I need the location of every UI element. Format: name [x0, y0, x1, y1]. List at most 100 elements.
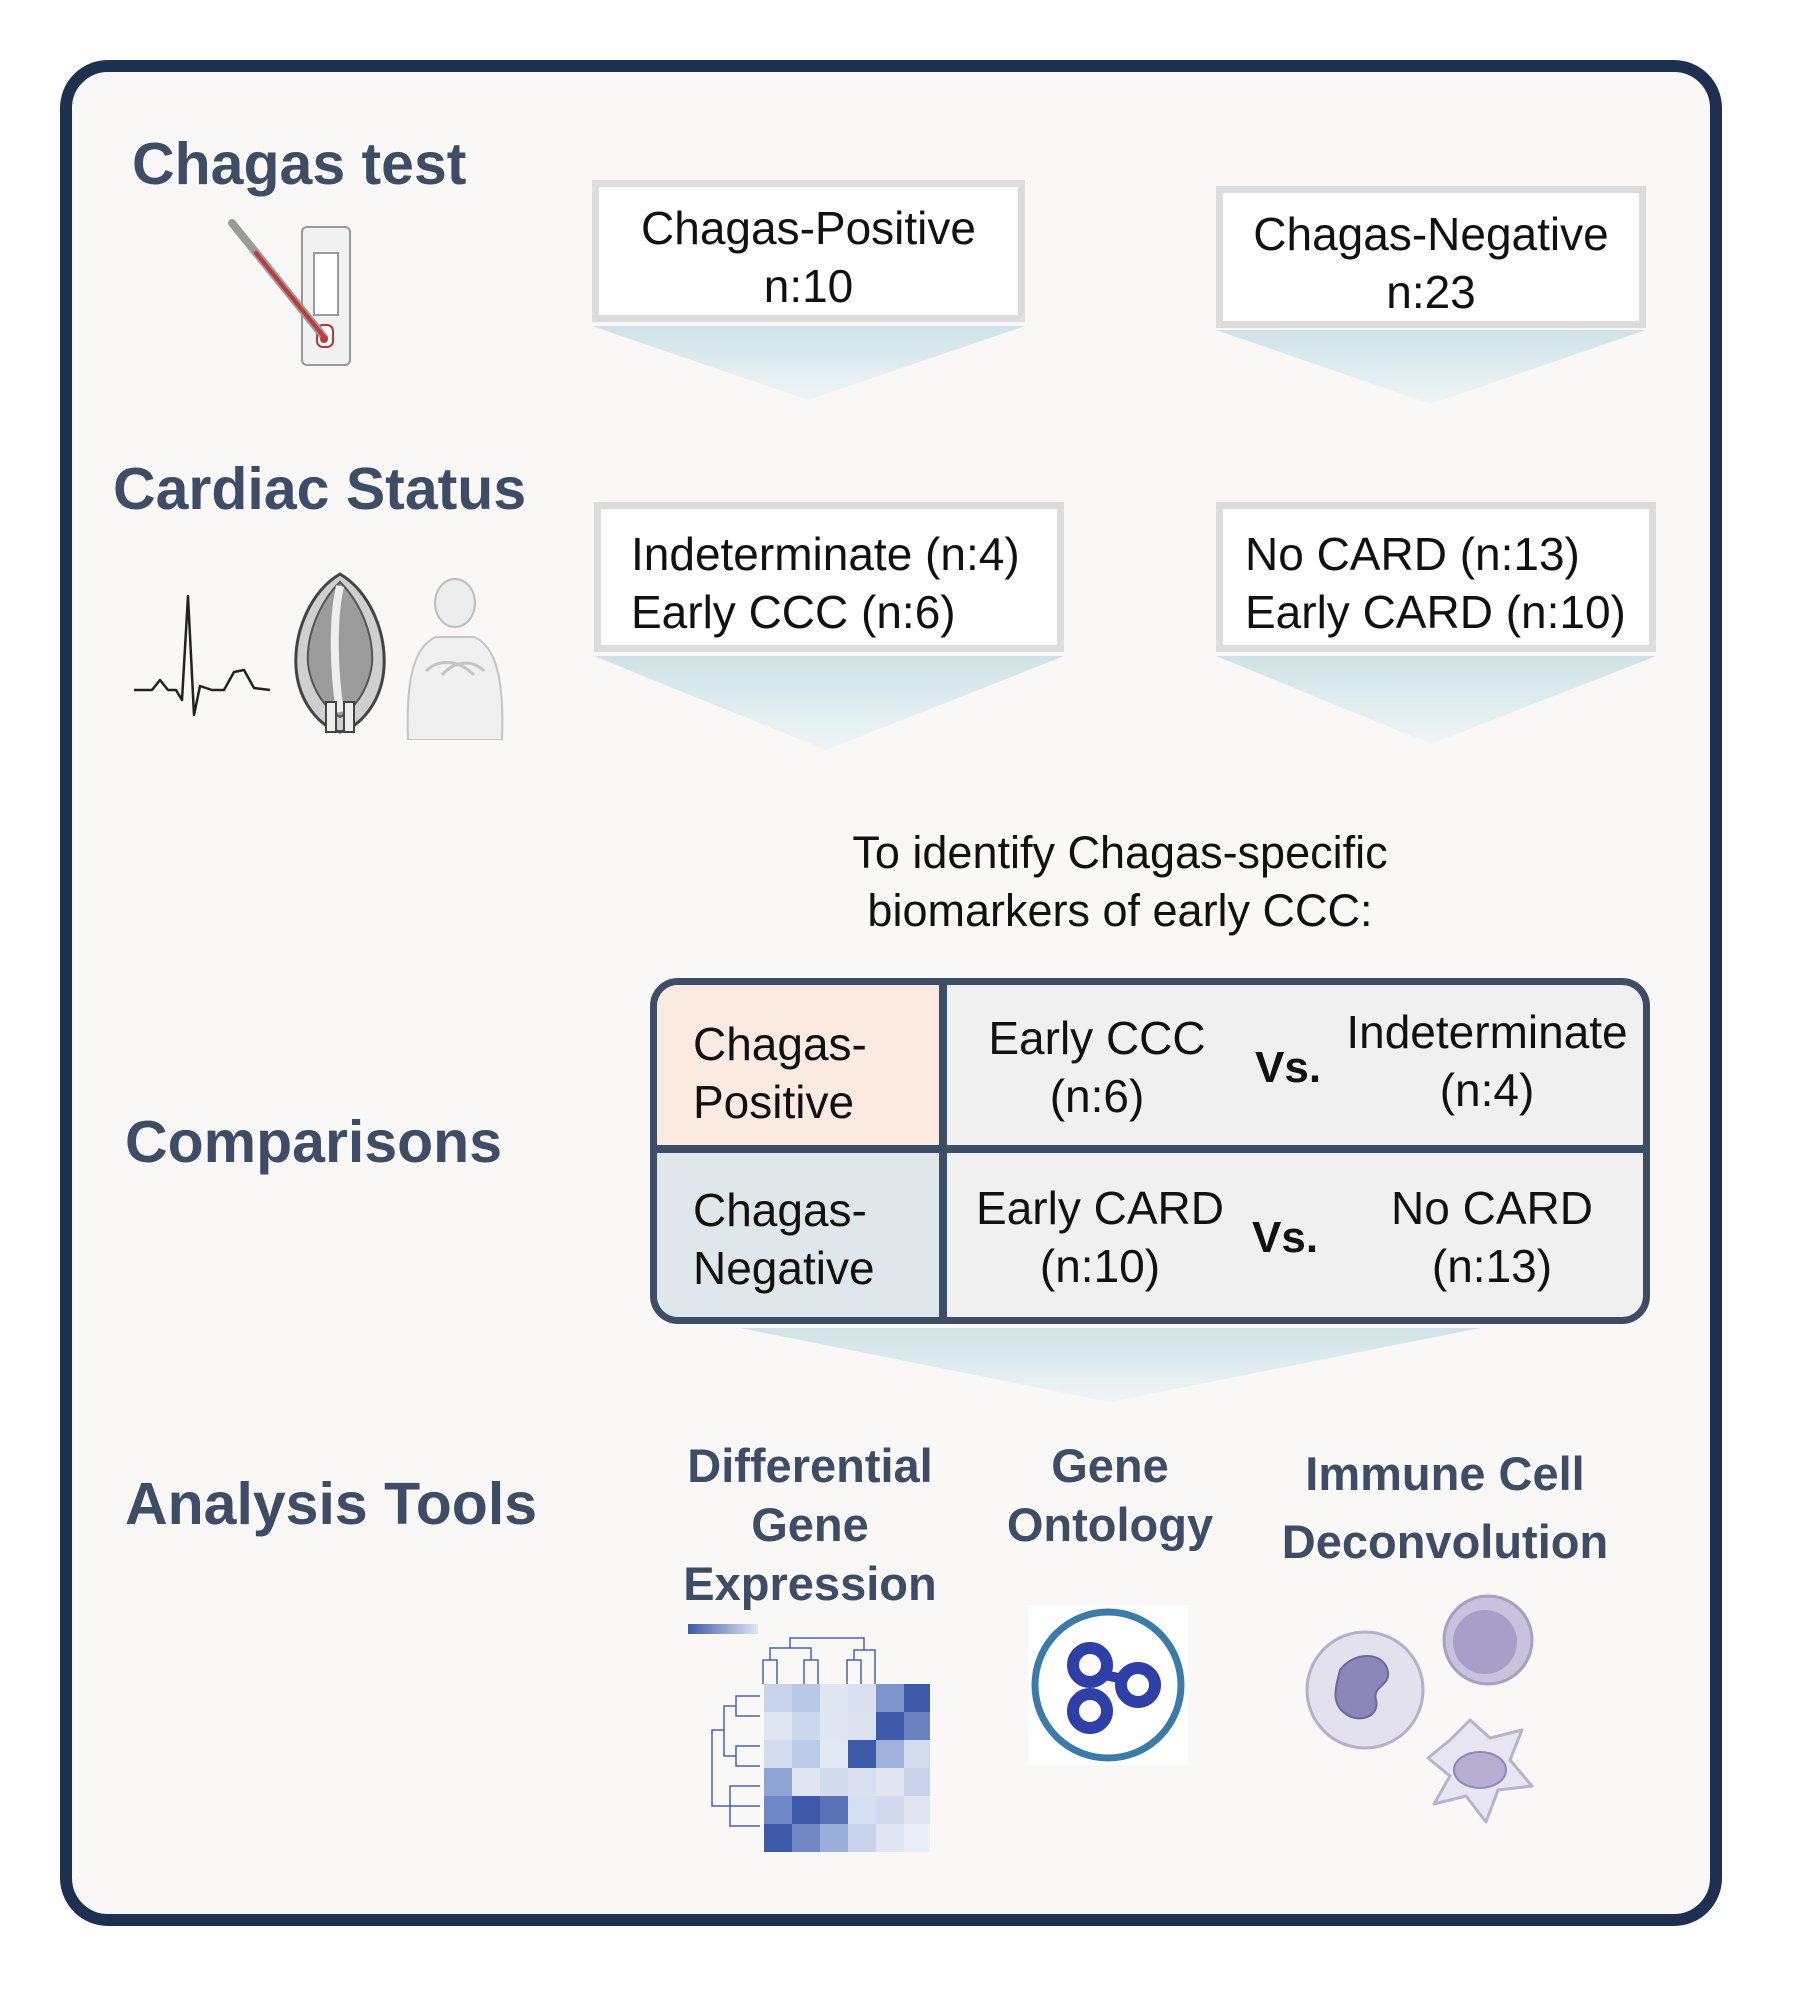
comparison-intro-line2: biomarkers of early CCC:	[867, 885, 1373, 936]
comparison-row-1-group-cell	[657, 985, 939, 1145]
tool-title-go: Gene Ontology	[980, 1436, 1240, 1554]
heatmap-tile	[820, 1712, 848, 1740]
arrow-cardiac-positive	[594, 656, 1064, 750]
tool-dge-line3: Expression	[683, 1557, 937, 1610]
tool-title-dge: Differential Gene Expression	[670, 1436, 950, 1613]
table-vertical-divider	[939, 985, 947, 1317]
heatmap-tile	[904, 1796, 930, 1824]
heatmap-tile	[820, 1768, 848, 1796]
row-1-right-group: Indeterminate (n:4)	[1327, 1003, 1643, 1119]
row-2-left-line1: Early CARD	[976, 1182, 1224, 1234]
heatmap-tile	[820, 1796, 848, 1824]
heatmap-tile	[792, 1740, 820, 1768]
heart-cross-section-icon	[294, 572, 386, 734]
row-1-right-line1: Indeterminate	[1346, 1006, 1628, 1058]
cardiac-positive-box: Indeterminate (n:4) Early CCC (n:6)	[594, 502, 1064, 652]
row-1-group-line1: Chagas-	[693, 1018, 867, 1070]
chagas-negative-label: Chagas-Negative	[1253, 208, 1609, 260]
ecg-trace-icon	[134, 594, 271, 717]
heatmap-tile	[848, 1768, 876, 1796]
tool-go-line1: Gene	[1051, 1439, 1169, 1492]
row-1-group-line2: Positive	[693, 1076, 855, 1128]
heatmap-tile	[848, 1824, 876, 1852]
row-2-group-label: Chagas- Negative	[693, 1181, 875, 1297]
heatmap-tile	[764, 1712, 792, 1740]
section-title-comparisons: Comparisons	[125, 1109, 503, 1175]
heatmap-tile	[792, 1684, 820, 1712]
tool-go-line2: Ontology	[1006, 1498, 1214, 1551]
tool-title-icd: Immune Cell Deconvolution	[1260, 1440, 1630, 1576]
chagas-positive-box: Chagas-Positive n:10	[592, 180, 1025, 322]
heatmap-tile	[764, 1824, 792, 1852]
rapid-test-icon	[228, 219, 351, 366]
heatmap-tile	[792, 1796, 820, 1824]
chagas-negative-box: Chagas-Negative n:23	[1216, 186, 1646, 328]
row-1-group-label: Chagas- Positive	[693, 1015, 867, 1131]
immune-cells-icon	[1305, 1594, 1534, 1824]
row-2-left-group: Early CARD (n:10)	[955, 1179, 1245, 1295]
row-1-right-line2: (n:4)	[1439, 1064, 1535, 1116]
heatmap-tile	[904, 1768, 930, 1796]
row-1-left-line2: (n:6)	[1049, 1070, 1145, 1122]
table-horizontal-divider	[657, 1145, 1643, 1153]
arrow-negative-to-cardiac	[1216, 330, 1646, 404]
heatmap-tile	[820, 1824, 848, 1852]
section-title-analysis-tools: Analysis Tools	[125, 1471, 538, 1537]
tool-icd-line1: Immune Cell	[1305, 1447, 1585, 1500]
person-chest-pain-icon	[406, 578, 504, 740]
row-2-left-line2: (n:10)	[1039, 1240, 1161, 1292]
indeterminate-count: Indeterminate (n:4)	[631, 528, 1020, 580]
heatmap-tile	[876, 1684, 904, 1712]
heatmap-tile	[764, 1768, 792, 1796]
cardiac-negative-box: No CARD (n:13) Early CARD (n:10)	[1216, 502, 1656, 652]
heatmap-dendrogram-icon	[688, 1624, 930, 1852]
heatmap-tile	[848, 1796, 876, 1824]
row-2-vs-label: Vs.	[1252, 1213, 1319, 1262]
heatmap-tile	[904, 1684, 930, 1712]
chagas-positive-label: Chagas-Positive	[641, 202, 976, 254]
section-title-chagas-test: Chagas test	[132, 131, 467, 197]
row-1-vs-label: Vs.	[1255, 1043, 1322, 1092]
comparison-row-2-group-cell	[657, 1153, 939, 1317]
gene-ontology-logo-icon	[1028, 1605, 1188, 1765]
chagas-positive-count: n:10	[763, 260, 854, 312]
early-ccc-count: Early CCC (n:6)	[631, 586, 956, 638]
no-card-count: No CARD (n:13)	[1245, 528, 1580, 580]
heatmap-tile	[792, 1712, 820, 1740]
row-2-group-line1: Chagas-	[693, 1184, 867, 1236]
comparison-table: Chagas- Positive Early CCC (n:6) Vs. Ind…	[650, 978, 1650, 1324]
heatmap-tile	[764, 1796, 792, 1824]
early-card-count: Early CARD (n:10)	[1245, 586, 1626, 638]
arrow-positive-to-cardiac	[592, 326, 1025, 400]
heatmap-tile	[792, 1768, 820, 1796]
heatmap-tile	[792, 1824, 820, 1852]
heatmap-tile	[904, 1824, 930, 1852]
arrow-cardiac-negative	[1216, 656, 1656, 744]
chagas-negative-count: n:23	[1386, 266, 1476, 318]
tool-dge-line2: Gene	[751, 1498, 869, 1551]
heatmap-tile	[876, 1768, 904, 1796]
arrow-comparisons-to-tools	[740, 1328, 1480, 1402]
heatmap-tile	[848, 1684, 876, 1712]
heatmap-tile	[876, 1796, 904, 1824]
section-title-cardiac-status: Cardiac Status	[113, 456, 527, 522]
row-2-right-line1: No CARD	[1391, 1182, 1593, 1234]
row-2-right-line2: (n:13)	[1431, 1240, 1553, 1292]
row-1-left-line1: Early CCC	[988, 1012, 1206, 1064]
row-2-right-group: No CARD (n:13)	[1337, 1179, 1643, 1295]
heatmap-tile	[876, 1712, 904, 1740]
heatmap-tile	[904, 1740, 930, 1768]
heatmap-tile	[764, 1740, 792, 1768]
tool-dge-line1: Differential	[687, 1439, 933, 1492]
heatmap-tile	[820, 1684, 848, 1712]
tool-icd-line2: Deconvolution	[1281, 1515, 1609, 1568]
comparison-intro: To identify Chagas-specific biomarkers o…	[760, 824, 1480, 940]
heatmap-tile	[848, 1740, 876, 1768]
heatmap-tile	[876, 1824, 904, 1852]
heatmap-tile	[848, 1712, 876, 1740]
heatmap-tile	[904, 1712, 930, 1740]
heatmap-tile	[764, 1684, 792, 1712]
heatmap-tile	[876, 1740, 904, 1768]
comparison-intro-line1: To identify Chagas-specific	[852, 827, 1388, 878]
row-2-group-line2: Negative	[693, 1242, 875, 1294]
